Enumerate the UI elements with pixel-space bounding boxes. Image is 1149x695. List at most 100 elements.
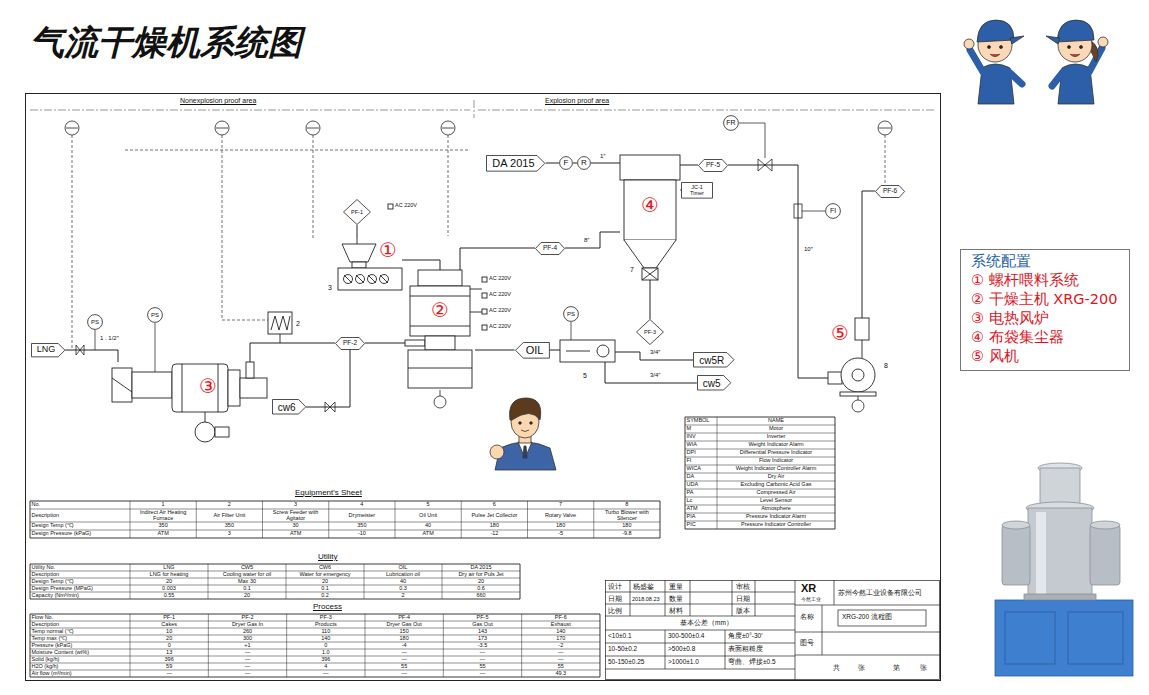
table-cell: — [443,656,521,663]
table-cell: 150 [365,628,443,635]
table-cell: Lc [685,497,717,505]
pressure-gauge [440,390,441,396]
table-cell: Water for emergency [286,571,364,578]
table-cell: 300 [208,635,286,642]
table-cell: DA [685,473,717,481]
dryer-main-unit [410,326,470,327]
config-item: ② 干燥主机 XRG-200 [971,290,1117,309]
title-block-grid [755,580,756,616]
annotation: 共 [833,664,840,671]
tag-text: R [581,159,587,168]
title-block-grid [605,592,795,593]
heater-furnace [218,364,219,412]
table-grid [30,628,600,629]
table-grid [130,564,131,599]
annotation: 基本公差（mm） [680,620,733,627]
presenter-cartoon [490,445,504,459]
table-cell: 143 [443,628,521,635]
table-cell: 140 [522,628,600,635]
table-cell: 4 [287,663,365,670]
pressure-gauge [858,396,859,400]
table-cell: 350 [196,522,262,530]
table-cell: PF-6 [522,614,600,621]
table-cell: Inverter [717,433,835,441]
pressure-gauge [434,396,446,408]
tag-text: FI [830,207,836,215]
table-grid [208,614,209,677]
table-grid [521,614,522,677]
table-cell: Cooling water for oil [208,571,286,578]
screw-feeder [342,244,376,262]
pressure-gauge [65,121,892,412]
heater-furnace [112,362,267,442]
screw-feeder [356,275,365,284]
config-panel: 系统配置① 螺杆喂料系统② 干燥主机 XRG-200③ 电热风炉④ 布袋集尘器⑤… [960,249,1130,371]
table-cell: -5 [528,530,594,538]
table-cell: 30 [263,522,329,530]
oil-unit [566,351,590,352]
presenter-cartoon [523,446,527,458]
table-grid [685,505,835,506]
table-cell: CW5 [208,564,286,571]
table-cell: -10 [329,530,395,538]
tag-text: OIL [526,344,544,356]
table-grid [30,522,660,523]
dryer-main-unit [410,286,470,336]
table-grid [443,614,444,677]
table-cell: M [685,425,717,433]
table-cell: Air flow (m³/min) [30,670,130,677]
callout-number: ⑤ [831,323,849,343]
turbo-blower [828,318,876,396]
annotation: 版本 [736,608,750,615]
tag-outline [88,315,103,330]
table-cell: Indirect Air Heating Furnace [130,509,196,522]
page-title: 气流干燥机系统图 [30,20,302,66]
table-cell: DPI [685,449,717,457]
drawing-frame [26,94,941,681]
table-cell: Differential Pressure Indicator [717,449,835,457]
table-cell: Cakes [130,621,208,628]
tag-outline [564,307,579,322]
table-grid [286,614,287,677]
table-cell: 180 [594,522,660,530]
table-grid [130,501,131,538]
table-cell: Level Sensor [717,497,835,505]
pipe-line [605,362,697,383]
table-cell: — [522,649,600,656]
table-cell: — [365,649,443,656]
annotation: XR [801,583,816,594]
pipe-line [728,165,828,378]
annotation: 7 [630,266,634,273]
tag-text: PF-2 [343,339,357,346]
worker-cartoon [1052,72,1063,86]
tag-text: PF-1 [351,209,363,215]
table-cell: 1.0 [287,649,365,656]
annotation: 3/4″ [650,349,660,355]
equipment-area: ④ [620,155,680,280]
pressure-gauge [306,121,320,135]
pipe-line [250,343,335,362]
table-cell: 0.6 [442,585,520,592]
worker-cartoon [1010,36,1024,44]
instrument-line [95,330,96,350]
dryer-machine-photo [1068,612,1123,664]
table-cell: Description [30,571,130,578]
dryer-machine-photo [1002,525,1030,585]
table-cell: 49.3 [522,670,600,677]
table-grid [599,614,600,677]
table-grid [835,417,836,529]
heater-furnace [132,372,172,398]
pipe-line [650,280,651,319]
table-cell: Oil Unit [395,509,461,522]
table-cell: ATM [263,530,329,538]
screw-feeder [344,275,352,283]
table-cell: 20 [208,592,286,599]
table-cell: 0.2 [286,592,364,599]
table-cell: Temp max (℃) [30,635,130,642]
table-grid [364,614,365,677]
screw-feeder [352,262,366,268]
table-cell: Capacity (Nm³/min) [30,592,130,599]
table-cell: Design Pressure (MPaG) [30,585,130,592]
table-cell: 3 [196,530,262,538]
table-grid [196,501,197,538]
